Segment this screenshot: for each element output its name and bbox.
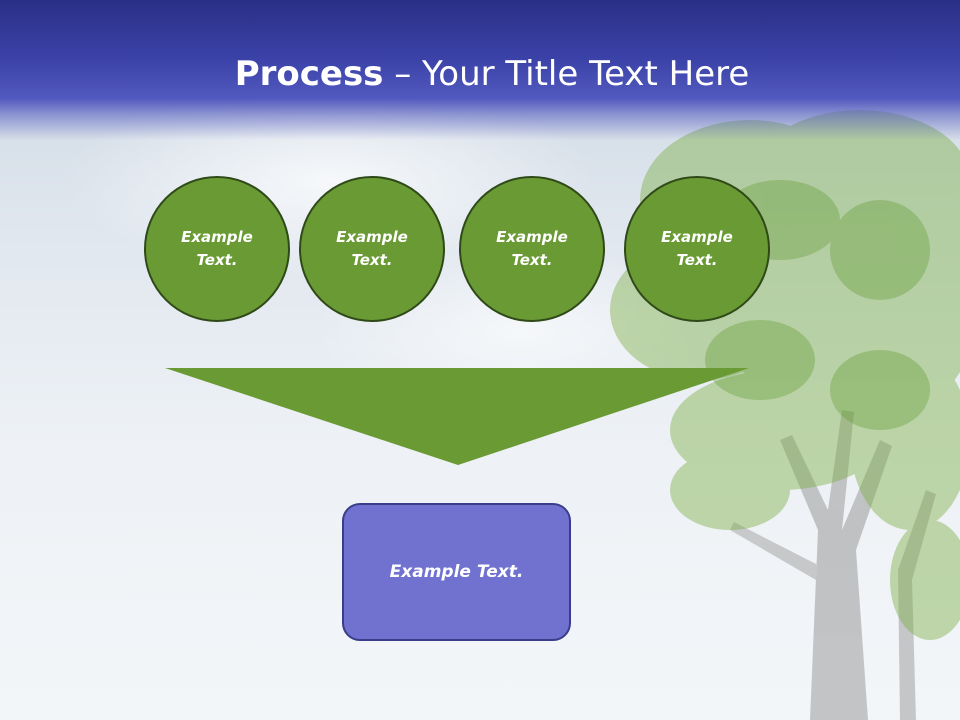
step-circle-4: Example Text. [624,176,770,322]
step-circle-2: Example Text. [299,176,445,322]
header-band [0,0,960,140]
step-label-1: Example Text. [181,228,253,269]
tree-illustration [610,110,960,720]
result-box: Example Text. [342,503,571,641]
title-bold: Process [234,54,384,94]
funnel-arrow [165,368,749,465]
result-label: Example Text. [389,562,524,582]
slide-title: Process – Your Title Text Here [0,52,960,96]
step-circle-3: Example Text. [459,176,605,322]
step-label-4: Example Text. [661,228,733,269]
step-label-2: Example Text. [336,228,408,269]
step-circle-1: Example Text. [144,176,290,322]
step-label-3: Example Text. [496,228,568,269]
title-rest: – Your Title Text Here [383,54,750,94]
